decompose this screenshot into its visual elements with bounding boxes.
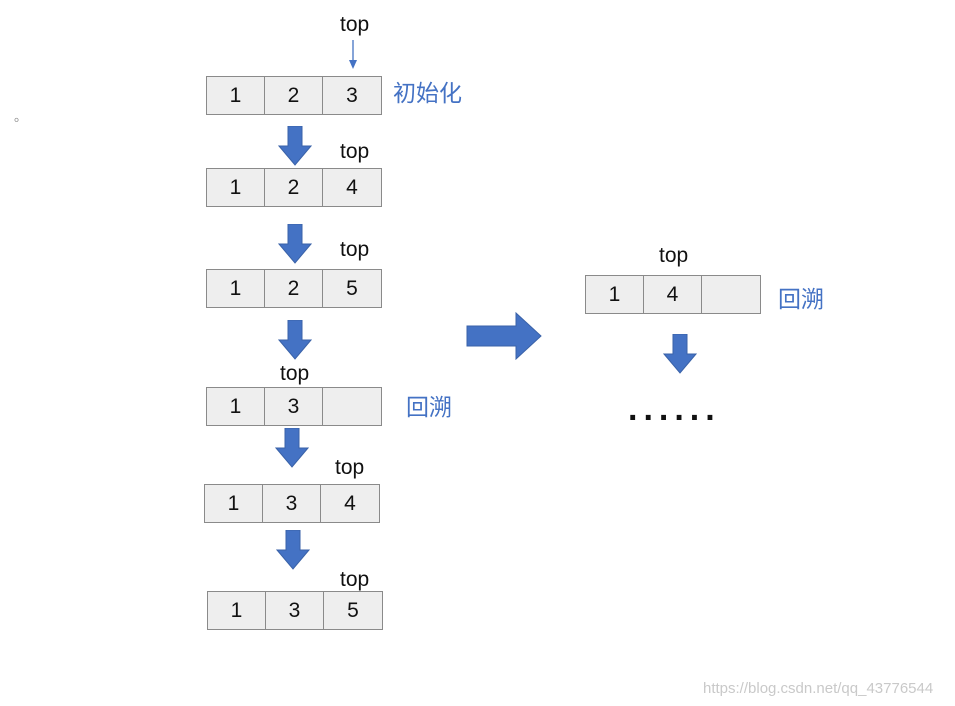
stack-state-1: 1 2 3 — [206, 76, 382, 115]
down-arrow-icon — [276, 530, 310, 570]
top-pointer-label-2: top — [340, 140, 370, 163]
stack-cell: 4 — [344, 491, 356, 515]
stack-cell: 1 — [207, 388, 265, 425]
stack-state-3: 1 2 5 — [206, 269, 382, 308]
stack-cell: 2 — [265, 270, 323, 307]
top-pointer-label-4: top — [280, 362, 310, 385]
stack-cell: 1 — [208, 592, 266, 629]
stack-cell: 4 — [644, 276, 702, 313]
stack-state-5: 1 3 4 — [204, 484, 380, 523]
down-arrow-icon — [278, 126, 312, 166]
stack-state-6: 1 3 5 — [207, 591, 383, 630]
top-pointer-label-5: top — [335, 456, 365, 479]
note-backtrack-2: 回溯 — [778, 287, 824, 313]
stack-cell: 1 — [586, 276, 644, 313]
top-pointer-label-7: top — [659, 244, 689, 267]
stack-cell: 5 — [347, 598, 359, 622]
down-arrow-icon — [278, 224, 312, 264]
down-arrow-icon — [275, 428, 309, 468]
ellipsis: ...... — [628, 390, 721, 428]
note-backtrack-1: 回溯 — [406, 395, 452, 421]
stack-cell: 3 — [263, 485, 321, 522]
watermark: https://blog.csdn.net/qq_43776544 — [703, 680, 934, 697]
stack-cell: 2 — [265, 169, 323, 206]
stack-cell — [323, 388, 381, 425]
down-arrow-icon — [278, 320, 312, 360]
stack-cell: 1 — [207, 270, 265, 307]
stack-cell: 3 — [266, 592, 324, 629]
stack-state-7: 1 4 — [585, 275, 761, 314]
stack-cell: 2 — [265, 77, 323, 114]
top-pointer-arrow — [349, 40, 357, 69]
stack-cell — [702, 276, 760, 313]
top-pointer-label-6: top — [340, 568, 370, 591]
stack-cell: 5 — [346, 276, 358, 300]
stack-cell: 3 — [265, 388, 323, 425]
stack-state-4: 1 3 — [206, 387, 382, 426]
stray-mark: 。 — [14, 109, 28, 124]
stack-cell: 4 — [346, 175, 358, 199]
stack-cell: 3 — [346, 83, 358, 107]
stack-cell: 1 — [205, 485, 263, 522]
right-arrow-icon — [466, 312, 542, 360]
stack-state-2: 1 2 4 — [206, 168, 382, 207]
top-pointer-label-1: top — [340, 13, 370, 36]
down-arrow-icon — [663, 334, 697, 374]
stack-cell: 1 — [207, 169, 265, 206]
stack-cell: 1 — [207, 77, 265, 114]
note-init: 初始化 — [393, 81, 462, 107]
top-pointer-label-3: top — [340, 238, 370, 261]
